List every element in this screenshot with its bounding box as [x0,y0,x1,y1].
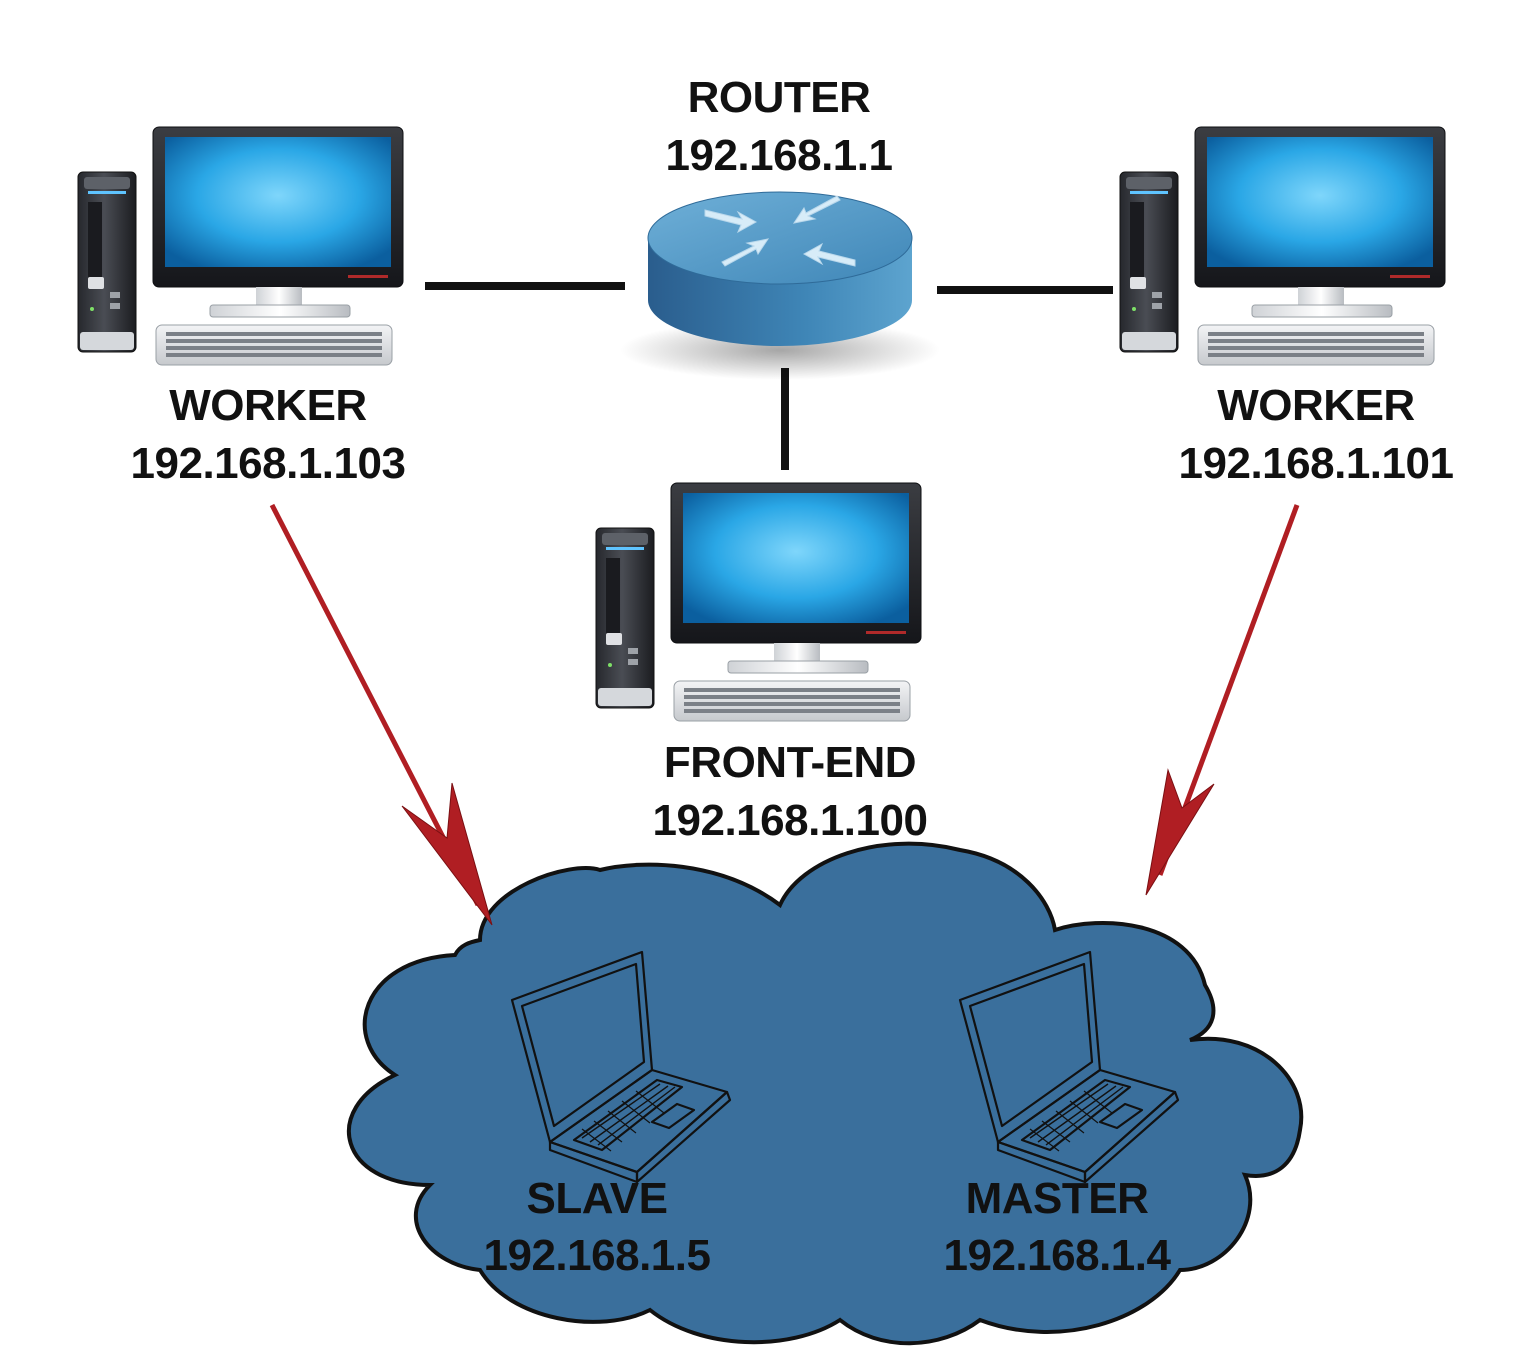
label-worker-right: WORKER 192.168.1.101 [1179,381,1454,488]
master-ip: 192.168.1.4 [944,1231,1172,1280]
worker-right-ip: 192.168.1.101 [1179,439,1454,488]
slave-name: SLAVE [527,1174,668,1223]
network-links [425,282,1113,470]
desktop-computer-icon [1119,126,1446,366]
worker-left-name: WORKER [169,381,366,430]
slave-ip: 192.168.1.5 [484,1231,711,1280]
router-name: ROUTER [688,73,871,122]
worker-right-name: WORKER [1217,381,1414,430]
desktop-computer-icon [77,126,404,366]
arrow-worker-to-slave [269,503,493,926]
label-master: MASTER 192.168.1.4 [944,1174,1172,1280]
label-slave: SLAVE 192.168.1.5 [484,1174,711,1280]
master-name: MASTER [966,1174,1149,1223]
router-ip: 192.168.1.1 [666,131,893,180]
label-router: ROUTER 192.168.1.1 [666,73,893,180]
arrows [269,503,1300,926]
router-icon [620,191,940,380]
front-end-name: FRONT-END [664,738,916,787]
cloud-shape [347,841,1304,1346]
arrow-worker-to-master [1145,504,1300,896]
label-worker-left: WORKER 192.168.1.103 [131,381,406,488]
label-front-end: FRONT-END 192.168.1.100 [653,738,928,845]
worker-left-ip: 192.168.1.103 [131,439,406,488]
front-end-ip: 192.168.1.100 [653,796,928,845]
desktop-computer-icon [595,482,922,722]
